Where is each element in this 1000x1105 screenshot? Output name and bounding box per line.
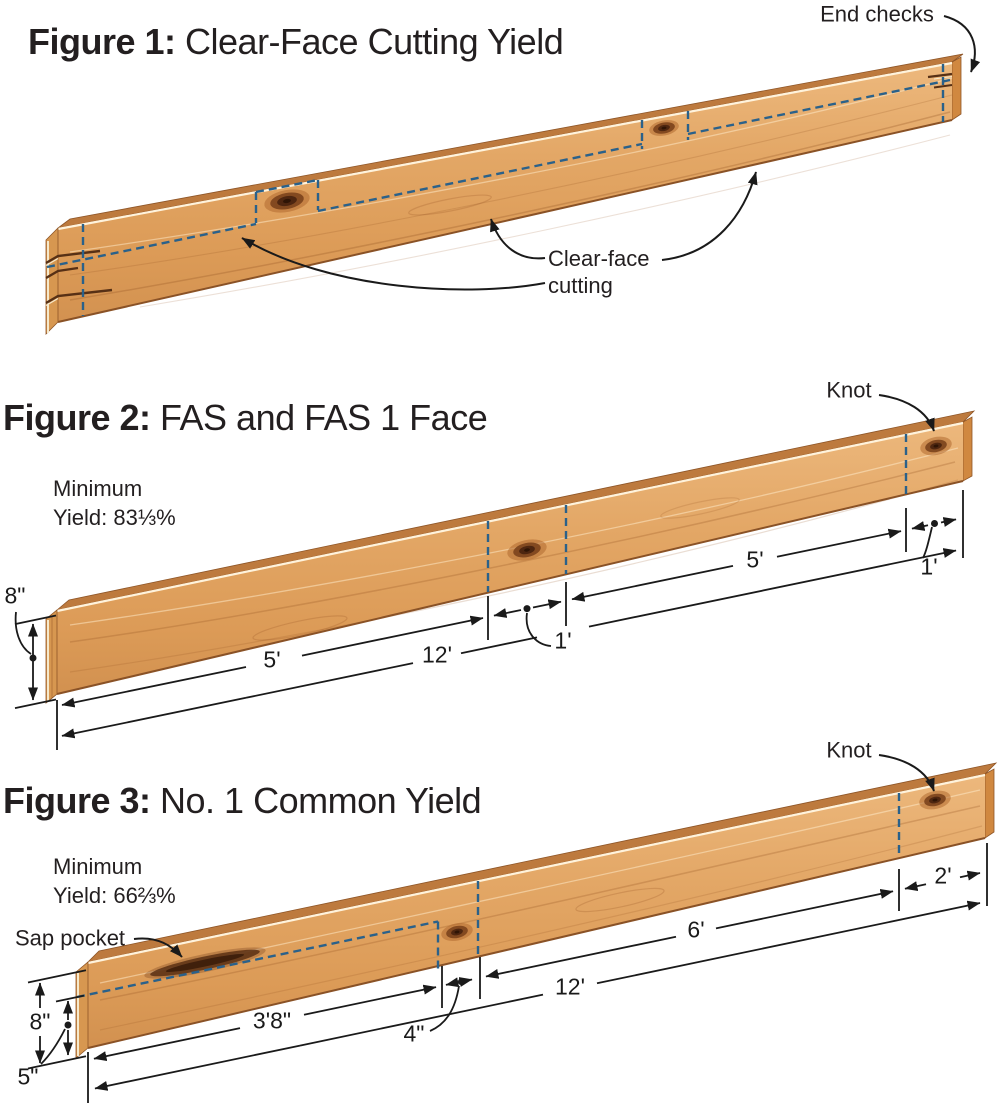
figure3-total-dim: 12' <box>555 973 585 1000</box>
end-checks-left <box>45 249 113 307</box>
figure2-board <box>14 394 976 750</box>
figure3-board <box>27 754 998 1103</box>
figure2-yield-line1: Minimum <box>53 476 143 501</box>
figure3-segment2-dim: 4" <box>403 1020 425 1047</box>
figure2-title-text: FAS and FAS 1 Face <box>160 397 488 438</box>
figure1-board <box>45 15 981 335</box>
figure2-knot-label: Knot <box>826 377 872 403</box>
figure1-title-prefix: Figure 1: <box>28 21 186 62</box>
sap-pocket-label: Sap pocket <box>14 925 126 951</box>
figure2-total-dim: 12' <box>422 641 452 668</box>
figure3-title-text: No. 1 Common Yield <box>160 780 482 821</box>
figure3-knot-label: Knot <box>826 737 872 763</box>
figure2-minimum-yield: Minimum Yield: 83⅓% <box>53 474 176 532</box>
figure2-width-dim: 8" <box>4 582 26 609</box>
knot <box>507 539 547 561</box>
figure3-title-prefix: Figure 3: <box>3 780 161 821</box>
sap-pocket <box>144 947 266 979</box>
knot <box>920 436 952 456</box>
figure2-title-prefix: Figure 2: <box>3 397 161 438</box>
figure3-dimension-dots <box>64 978 465 1029</box>
figure3-yield-line1: Minimum <box>53 854 143 879</box>
figure2-segment2-dim: 1' <box>554 627 572 654</box>
knot <box>919 790 951 810</box>
figure3-cut-lines <box>76 793 901 999</box>
figure2-title: Figure 2: FAS and FAS 1 Face <box>3 396 488 440</box>
end-checks-label: End checks <box>820 1 934 27</box>
figure2-segment3-dim: 5' <box>746 546 764 573</box>
figure2-dimension-dots <box>29 520 938 662</box>
clear-face-cutting-line1: Clear-face <box>548 246 650 271</box>
knot <box>264 189 310 213</box>
figure3-segment4-dim: 2' <box>934 862 952 889</box>
figure3-minimum-yield: Minimum Yield: 66⅔% <box>53 852 176 910</box>
clear-face-cut-lines <box>46 64 951 316</box>
figure3-dimensions <box>27 754 988 1103</box>
figure2-dimensions <box>14 394 964 750</box>
figure2-segment4-dim: 1' <box>920 553 938 580</box>
figure2-cut-lines <box>486 434 908 592</box>
clear-face-cutting-label: Clear-face cutting <box>548 245 649 299</box>
figure2-yield-line2: Yield: 83⅓% <box>53 505 176 530</box>
clear-face-cutting-line2: cutting <box>548 273 613 298</box>
figure2-segment1-dim: 5' <box>263 646 281 673</box>
figure3-segment1-dim: 3'8" <box>252 1007 292 1034</box>
knot <box>441 923 473 941</box>
figure3-cut-width-dim: 5" <box>17 1063 39 1090</box>
figure3-width-dim: 8" <box>29 1008 51 1035</box>
figure1-title-text: Clear-Face Cutting Yield <box>185 21 564 62</box>
figure3-title: Figure 3: No. 1 Common Yield <box>3 779 482 823</box>
knot <box>649 120 679 136</box>
figure1-callout-arrows <box>241 15 981 291</box>
figure3-yield-line2: Yield: 66⅔% <box>53 883 176 908</box>
figure3-segment3-dim: 6' <box>687 916 705 943</box>
figure1-title: Figure 1: Clear-Face Cutting Yield <box>28 20 564 64</box>
